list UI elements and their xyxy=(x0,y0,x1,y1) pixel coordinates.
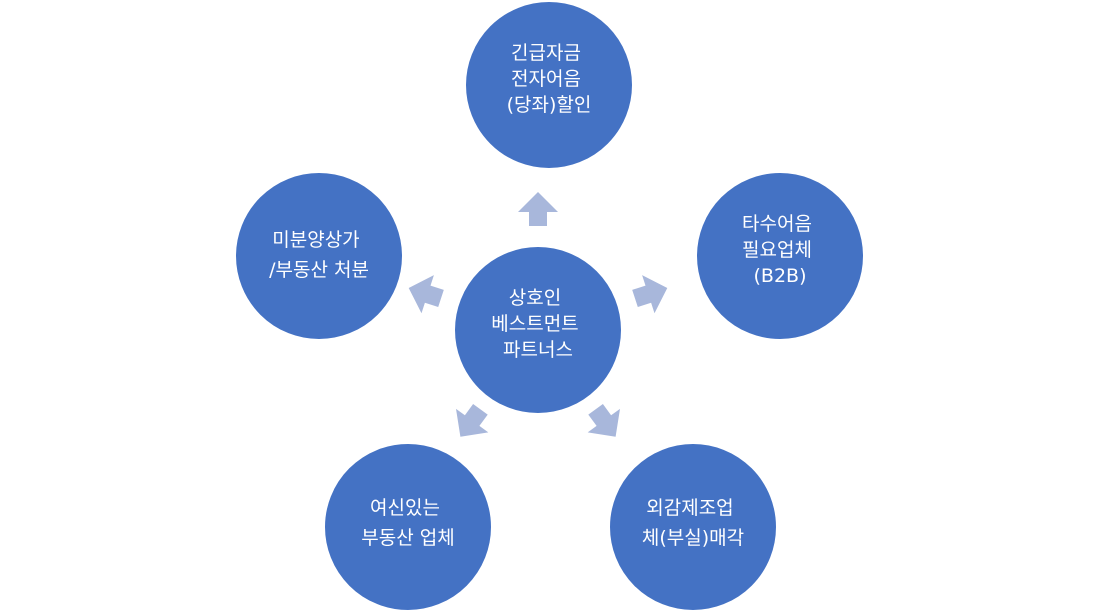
node-bottom-left-label-line: 여신있는 xyxy=(370,497,440,519)
node-top-label-line: (당좌)할인 xyxy=(507,94,592,116)
node-left-circle xyxy=(234,171,404,341)
node-right-label-line: 필요업체 xyxy=(742,239,812,261)
node-top: 긴급자금 전자어음 (당좌)할인 xyxy=(464,0,634,170)
node-left-label: 미분양상가 /부동산 처분 xyxy=(269,229,369,281)
node-right-label-line: (B2B) xyxy=(754,265,807,287)
center-node: 상호인 베스트먼트 파트너스 xyxy=(453,245,623,415)
node-bottom-left-label-line: 부동산 업체 xyxy=(361,527,454,549)
node-top-label: 긴급자금 전자어음 (당좌)할인 xyxy=(507,42,592,116)
node-top-circle xyxy=(464,0,634,170)
node-right-circle xyxy=(695,171,865,341)
node-bottom-right-label: 외감제조업 체(부실)매각 xyxy=(642,497,744,549)
center-label-line: 베스트먼트 xyxy=(491,313,578,335)
node-right-label: 타수어음 필요업체 (B2B) xyxy=(742,213,818,287)
node-top-label-line: 전자어음 xyxy=(511,68,581,90)
node-left: 미분양상가 /부동산 처분 xyxy=(234,171,404,341)
node-top-label-line: 긴급자금 xyxy=(511,42,581,64)
node-left-label-line: 미분양상가 xyxy=(272,229,359,251)
node-right-label-line: 타수어음 xyxy=(742,213,812,235)
center-circle xyxy=(453,245,623,415)
node-bottom-left-circle xyxy=(323,442,493,612)
center-label-line: 파트너스 xyxy=(503,339,573,361)
arrow-left xyxy=(408,275,444,314)
node-bottom-right-label-line: 체(부실)매각 xyxy=(642,527,744,549)
arrow-bottom-left xyxy=(456,404,489,437)
arrows xyxy=(408,192,668,437)
node-bottom-right: 외감제조업 체(부실)매각 xyxy=(608,442,778,612)
node-bottom-left-label: 여신있는 부동산 업체 xyxy=(361,497,454,549)
node-bottom-right-label-line: 외감제조업 xyxy=(646,497,733,519)
node-bottom-right-circle xyxy=(608,442,778,612)
node-left-label-line: /부동산 처분 xyxy=(269,259,369,281)
center-label-line: 상호인 xyxy=(509,287,561,309)
node-right: 타수어음 필요업체 (B2B) xyxy=(695,171,865,341)
arrow-right xyxy=(632,275,668,314)
center-label: 상호인 베스트먼트 파트너스 xyxy=(491,287,584,361)
node-bottom-left: 여신있는 부동산 업체 xyxy=(323,442,493,612)
arrow-bottom-right xyxy=(587,404,620,437)
arrow-top xyxy=(518,192,558,226)
